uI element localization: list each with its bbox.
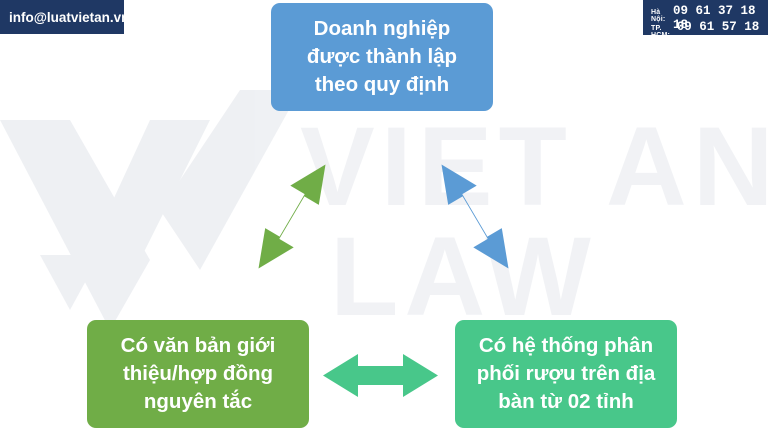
hotline-box: Hà Nội: 09 61 37 18 18 TP. HCM: 09 61 57… xyxy=(643,0,768,48)
double-arrow-horizontal xyxy=(323,354,438,397)
node-introduction-contract-label: Có văn bản giới thiệu/hợp đồng nguyên tắ… xyxy=(120,334,276,413)
hotline-row-hcm: TP. HCM: 09 61 57 18 18 xyxy=(651,20,762,48)
node-distribution-system-label: Có hệ thống phân phối rượu trên địa bàn … xyxy=(476,334,656,413)
hotline-row-hanoi: Hà Nội: 09 61 37 18 18 xyxy=(651,4,762,32)
node-business-established-label: Doanh nghiệp được thành lập theo quy địn… xyxy=(306,17,458,96)
node-introduction-contract: Có văn bản giới thiệu/hợp đồng nguyên tắ… xyxy=(87,320,309,428)
watermark-text-law: LAW xyxy=(330,214,597,339)
double-arrow-left-diagonal xyxy=(258,164,326,269)
node-distribution-system: Có hệ thống phân phối rượu trên địa bàn … xyxy=(455,320,677,428)
hotline-number[interactable]: 09 61 37 18 18 xyxy=(672,4,756,32)
node-business-established: Doanh nghiệp được thành lập theo quy địn… xyxy=(271,3,493,111)
email-tag[interactable]: info@luatvietan.vn xyxy=(0,0,129,34)
watermark-text-viet-an: VIET AN xyxy=(300,104,768,229)
double-arrow-right-diagonal xyxy=(441,164,509,269)
hotline-city: Hà Nội: xyxy=(651,9,666,23)
hotline-number[interactable]: 09 61 57 18 18 xyxy=(676,20,760,48)
hotline-city: TP. HCM: xyxy=(651,25,671,39)
email-text: info@luatvietan.vn xyxy=(9,9,130,25)
